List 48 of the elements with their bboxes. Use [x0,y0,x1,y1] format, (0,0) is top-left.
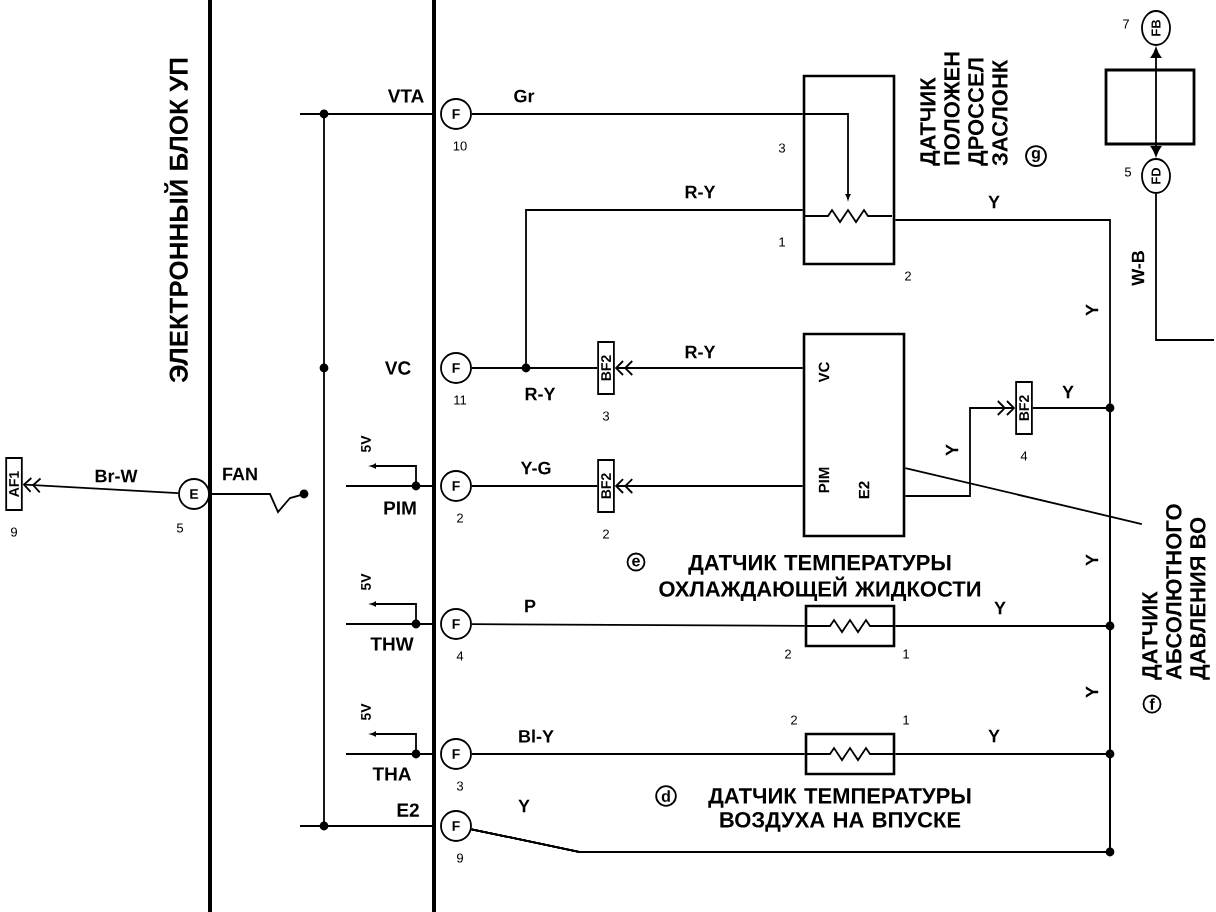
circled-letter: g [1025,145,1047,167]
wire-label: P [522,598,538,614]
wire-label: Y [1085,686,1099,698]
wire-label: Y [988,729,1000,743]
circled-letter: d [655,785,677,807]
wire [471,753,806,755]
wire-label: Y [1085,304,1099,316]
wire [471,485,599,487]
signal-name: E2 [397,803,419,817]
signal-name: THW [370,637,414,651]
wire [614,478,804,494]
signal-name: VTA [387,89,424,103]
wire [209,493,257,495]
wire-label: R-Y [523,386,557,402]
wire-label: Y [516,798,532,814]
wire [1150,47,1162,157]
wire-label: R-Y [683,184,717,200]
wire-label: Br-W [93,468,139,484]
wire [471,623,806,627]
sensor-name: ДАТЧИК АБСОЛЮТНОГО ДАВЛЕНИЯ ВО [1142,504,1210,680]
wire [904,400,1016,497]
wire-label: FAN [220,466,260,482]
wire-label: Bl-Y [516,728,556,744]
wire-label: Y [944,442,960,458]
sensor-name: ДАТЧИК ТЕМПЕРАТУРЫ ОХЛАЖДАЮЩЕЙ ЖИДКОСТИ [659,555,981,601]
wire-label: Y [1060,384,1076,400]
circled-letter: f [1142,694,1162,714]
wire-label: Gr [512,88,536,104]
wire-label: Y [986,194,1002,210]
wire-label: Y [1085,554,1099,566]
wire-label: Y-G [519,460,553,476]
signal-name: PIM [384,501,416,515]
wire [904,467,1143,525]
sensor-name: ДАТЧИК ТЕМПЕРАТУРЫ ВОЗДУХА НА ВПУСКЕ [708,788,971,832]
ecu-title: ЭЛЕКТРОННЫЙ БЛОК УП [164,58,188,383]
wire [614,360,804,376]
signal-name: THA [372,767,412,781]
circled-letter: e [626,552,646,572]
wire [471,113,804,115]
sensor-name: ДАТЧИК ПОЛОЖЕН ДРОССЕЛ ЗАСЛОНК [920,52,1008,166]
wire [22,477,180,495]
wire-label: W-B [1130,249,1146,287]
wire-label: Y [992,600,1008,616]
signal-name: VC [384,361,411,375]
wire [470,219,1111,853]
wire-label: R-Y [683,344,717,360]
wire [471,209,804,369]
wire [1155,193,1215,341]
